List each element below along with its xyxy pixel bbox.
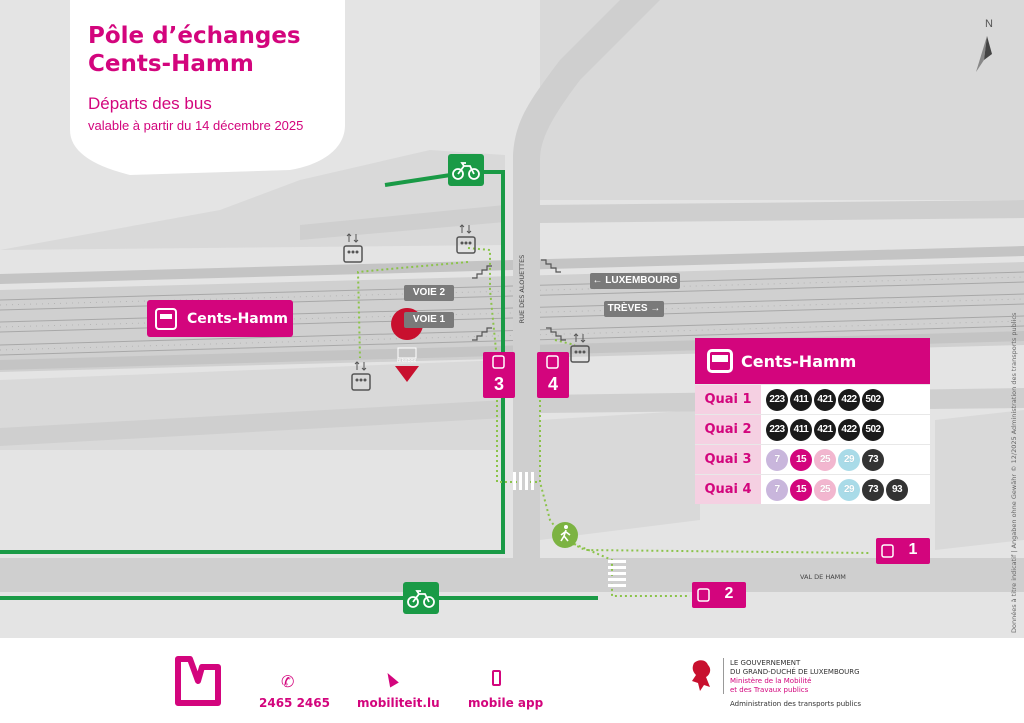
administration-text: Administration des transports publics <box>730 700 861 708</box>
gov-line-4: et des Travaux publics <box>730 686 809 694</box>
train-icon <box>155 307 177 330</box>
voie-2-label: VOIE 2 <box>404 285 454 301</box>
bus-line-badge[interactable]: 73 <box>862 448 884 471</box>
title-line-1: Pôle d’échanges <box>88 23 301 49</box>
gov-line-1: LE GOUVERNEMENT <box>730 659 801 667</box>
bus-line-badge[interactable]: 15 <box>790 478 812 501</box>
bus-line-badge[interactable]: 502 <box>862 418 884 441</box>
elevator-icon <box>343 224 590 391</box>
gov-line-3: Ministère de la Mobilité <box>730 677 812 685</box>
quai-3-label: 3 <box>493 374 504 394</box>
phone-number[interactable]: 2465 2465 <box>259 696 330 710</box>
direction-treves: TRÈVES → <box>604 301 664 317</box>
quai-label: Quai 2 <box>695 415 761 444</box>
stairs-icon <box>472 259 566 341</box>
quai-1-label: 1 <box>908 541 918 558</box>
bus-line-badge[interactable]: 422 <box>838 388 860 411</box>
bus-line-badge[interactable]: 223 <box>766 418 788 441</box>
voie-1-label: VOIE 1 <box>404 312 454 328</box>
disclaimer-note: Données à titre indicatif | Angaben ohne… <box>1010 312 1018 633</box>
bus-line-badge[interactable]: 7 <box>766 448 788 471</box>
quai-label: Quai 1 <box>695 385 761 414</box>
luxembourg-lion-icon <box>688 657 716 695</box>
bus-icon <box>707 349 733 373</box>
street-rue-des-alouettes: RUE DES ALOUETTES <box>518 254 526 324</box>
bus-line-badge[interactable]: 15 <box>790 448 812 471</box>
bus-line-badge[interactable]: 93 <box>886 478 908 501</box>
bus-line-badge[interactable]: 73 <box>862 478 884 501</box>
bus-glyph-icon <box>492 355 894 602</box>
bus-line-badge[interactable]: 411 <box>790 418 812 441</box>
footer <box>0 638 1024 723</box>
quai-2-label: 2 <box>724 585 734 602</box>
land-block <box>935 410 1024 550</box>
quai-4-label: 4 <box>547 374 558 394</box>
road <box>540 200 1024 223</box>
bus-line-badge[interactable]: 25 <box>814 448 836 471</box>
bus-line-badge[interactable]: 7 <box>766 478 788 501</box>
land-block <box>540 0 1024 200</box>
validity-date: valable à partir du 14 décembre 2025 <box>88 118 304 133</box>
table-title: Cents-Hamm <box>741 351 857 371</box>
road <box>0 400 505 446</box>
phone-icon: ✆ <box>281 674 295 691</box>
bus-line-badge[interactable]: 421 <box>814 418 836 441</box>
smartphone-icon <box>492 670 501 686</box>
bicycle-icon <box>403 154 484 614</box>
street-val-de-hamm: VAL DE HAMM <box>800 573 846 581</box>
quai-label: Quai 3 <box>695 445 761 474</box>
platform <box>0 246 1024 284</box>
direction-luxembourg: ← LUXEMBOURG <box>590 273 680 289</box>
quai-label: Quai 4 <box>695 475 761 504</box>
val-de-hamm-road <box>0 558 1024 592</box>
rue-des-alouettes-road <box>513 0 660 580</box>
pedestrian-icon <box>552 522 578 548</box>
government-text: LE GOUVERNEMENT DU GRAND-DUCHÉ DE LUXEMB… <box>730 659 860 695</box>
title-line-2: Cents-Hamm <box>88 51 254 77</box>
compass-icon <box>976 36 992 72</box>
bus-line-badge[interactable]: 411 <box>790 388 812 411</box>
station-name: Cents-Hamm <box>187 310 288 327</box>
title-panel <box>0 0 345 175</box>
road <box>300 205 505 240</box>
bus-line-badge[interactable]: 421 <box>814 388 836 411</box>
crosswalk <box>513 472 626 587</box>
bus-line-badge[interactable]: 25 <box>814 478 836 501</box>
bus-line-badge[interactable]: 223 <box>766 388 788 411</box>
bus-line-badge[interactable]: 29 <box>838 478 860 501</box>
subtitle: Départs des bus <box>88 94 212 113</box>
bus-line-badge[interactable]: 502 <box>862 388 884 411</box>
website-link[interactable]: mobiliteit.lu <box>357 696 440 710</box>
gov-divider <box>723 658 724 694</box>
mobile-app-link[interactable]: mobile app <box>468 696 544 710</box>
table-header: Cents-Hamm <box>695 338 930 384</box>
bus-line-badge[interactable]: 29 <box>838 448 860 471</box>
gov-line-2: DU GRAND-DUCHÉ DE LUXEMBOURG <box>730 668 860 676</box>
bike-route <box>0 170 598 600</box>
bus-line-badge[interactable]: 422 <box>838 418 860 441</box>
land-block <box>540 410 700 540</box>
station-label: Cents-Hamm <box>147 300 293 337</box>
map-title: Pôle d’échanges Cents-Hamm <box>88 22 348 78</box>
compass-north-label: N <box>985 18 993 30</box>
bikebox-label: bikebox <box>397 358 417 364</box>
mobiliteit-logo <box>174 655 222 707</box>
